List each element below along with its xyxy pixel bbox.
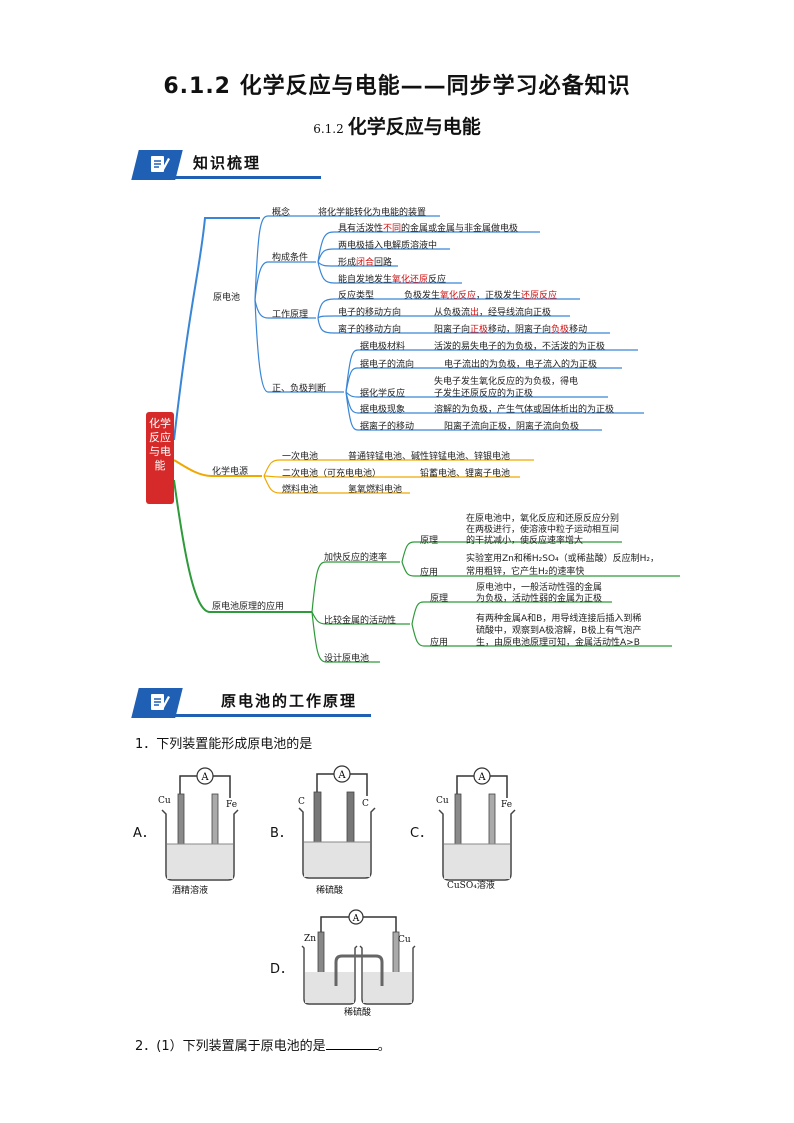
panduan-text-5: 阳离子流向正极，阴离子流向负极 [444, 422, 580, 432]
node-huaxuedianyuan: 化学电源 [212, 467, 249, 477]
apparatus-c: A [438, 767, 516, 881]
apparatus-a: A [161, 767, 239, 881]
panduan-label-5: 据离子的移动 [360, 422, 415, 432]
jiakuai-yingyong-text-2: 常用粗锌，它产生H₂的速率快 [466, 567, 585, 577]
question-1-stem: 1．下列装置能形成原电池的是 [135, 737, 313, 752]
dianyuan-label-3: 燃料电池 [282, 485, 319, 495]
gongzuo-text-2: 从负极流出，经导线流向正极 [434, 308, 552, 318]
bijiao-yuanli-text-2: 为负极，活动性弱的金属为正极 [476, 594, 603, 604]
option-d-right-electrode: Cu [398, 935, 411, 945]
apparatus-d: A [301, 909, 416, 1005]
section-header-knowledge: 知识梳理 [131, 150, 325, 180]
jiakuai-yingyong-text-1: 实验室用Zn和稀H₂SO₄（或稀盐酸）反应制H₂， [466, 554, 660, 564]
notepad-pencil-icon [151, 156, 170, 172]
mindmap-center: 化学反应与电能 [146, 412, 174, 504]
bijiao-yingyong-text-3: 生，由原电池原理可知，金属活动性A>B [476, 638, 640, 648]
panduan-text-3a: 失电子发生氧化反应的为负极，得电 [434, 377, 579, 387]
goucheng-item-2: 两电极插入电解质溶液中 [338, 241, 438, 251]
page-title: 6.1.2 化学反应与电能——同步学习必备知识 [163, 74, 631, 99]
question-2-stem: 2．(1）下列装置属于原电池的是。 [135, 1037, 391, 1054]
node-jiakuai: 加快反应的速率 [324, 553, 388, 563]
option-b-right-electrode: C [362, 799, 369, 809]
node-panduan: 正、负极判断 [272, 384, 327, 394]
node-gainian: 概念 [272, 208, 291, 218]
svg-text:A: A [477, 772, 486, 783]
option-b-letter: B． [270, 826, 292, 841]
subtitle-number: 6.1.2 [313, 122, 344, 136]
node-yuandianchi: 原电池 [213, 293, 241, 303]
dianyuan-text-3: 氢氧燃料电池 [348, 485, 403, 495]
panduan-text-1: 活泼的易失电子的为负极，不活泼的为正极 [434, 342, 606, 352]
option-d-letter: D． [270, 962, 294, 977]
jiakuai-yuanli-text-1: 在原电池中，氧化反应和还原反应分别 [466, 514, 620, 524]
goucheng-item-3: 形成闭合回路 [338, 258, 393, 268]
option-a-letter: A． [133, 826, 155, 841]
answer-blank[interactable] [325, 1037, 378, 1050]
goucheng-item-1: 具有活泼性不同的金属或金属与非金属做电极 [338, 224, 519, 234]
subtitle-text: 化学反应与电能 [347, 116, 481, 138]
jiakuai-yingyong: 应用 [420, 568, 439, 578]
dianyuan-text-2: 铅蓄电池、锂离子电池 [420, 469, 511, 479]
node-sheji: 设计原电池 [324, 654, 370, 664]
dianyuan-label-2: 二次电池（可充电电池） [282, 469, 382, 479]
option-b-solution: 稀硫酸 [316, 886, 344, 896]
node-yingyong: 原电池原理的应用 [212, 602, 285, 612]
option-a-solution: 酒精溶液 [172, 886, 209, 896]
jiakuai-yuanli: 原理 [420, 536, 439, 546]
gongzuo-label-2: 电子的移动方向 [338, 308, 402, 318]
option-c-left-electrode: Cu [436, 796, 449, 806]
node-goucheng: 构成条件 [272, 253, 309, 263]
svg-text:A: A [337, 770, 346, 781]
gongzuo-label-3: 离子的移动方向 [338, 325, 402, 335]
section-title: 知识梳理 [193, 154, 262, 172]
goucheng-item-4: 能自发地发生氧化还原反应 [338, 275, 447, 285]
jiakuai-yuanli-text-2: 在两极进行，使溶液中粒子运动相互间 [466, 525, 620, 535]
gongzuo-text-1: 负极发生氧化反应，正极发生还原反应 [404, 291, 558, 301]
option-c-letter: C． [410, 826, 433, 841]
panduan-text-3b: 子发生还原反应的为正极 [434, 389, 534, 399]
mindmap-connectors [173, 215, 680, 663]
bijiao-yuanli: 原理 [430, 594, 449, 604]
option-d-solution: 稀硫酸 [344, 1008, 372, 1018]
panduan-label-4: 据电极现象 [360, 405, 406, 415]
panduan-label-1: 据电极材料 [360, 342, 406, 352]
option-a-right-electrode: Fe [226, 800, 238, 810]
svg-text:A: A [200, 772, 209, 783]
option-b-left-electrode: C [298, 797, 305, 807]
apparatus-b: A [298, 765, 376, 879]
node-bijiao: 比较金属的活动性 [324, 616, 397, 626]
node-gongzuo: 工作原理 [272, 310, 309, 320]
bijiao-yingyong-text-2: 硫酸中，观察到A极溶解，B极上有气泡产 [476, 626, 642, 636]
gongzuo-text-3: 阳离子向正极移动，阴离子向负极移动 [434, 325, 588, 335]
panduan-label-2: 据电子的流向 [360, 360, 415, 370]
jiakuai-yuanli-text-3: 的干扰减小，使反应速率增大 [466, 536, 584, 546]
section-header-principle: 原电池的工作原理 [131, 688, 375, 718]
bijiao-yuanli-text-1: 原电池中，一般活动性强的金属 [476, 583, 603, 593]
option-c-solution: CuSO₄溶液 [447, 881, 495, 891]
option-a-left-electrode: Cu [158, 796, 171, 806]
panduan-text-2: 电子流出的为负极，电子流入的为正极 [444, 360, 598, 370]
option-d-left-electrode: Zn [304, 934, 317, 944]
node-gainian-text: 将化学能转化为电能的装置 [318, 208, 427, 218]
dianyuan-label-1: 一次电池 [282, 452, 319, 462]
panduan-label-3: 据化学反应 [360, 389, 406, 399]
dianyuan-text-1: 普通锌锰电池、碱性锌锰电池、锌银电池 [348, 452, 511, 462]
option-c-right-electrode: Fe [501, 800, 513, 810]
panduan-text-4: 溶解的为负极，产生气体或固体析出的为正极 [434, 405, 615, 415]
bijiao-yingyong-text-1: 有两种金属A和B，用导线连接后插入到稀 [476, 614, 642, 624]
notepad-pencil-icon [151, 694, 170, 710]
section-title: 原电池的工作原理 [221, 692, 358, 710]
bijiao-yingyong: 应用 [430, 638, 449, 648]
gongzuo-label-1: 反应类型 [338, 291, 375, 301]
svg-text:A: A [352, 914, 360, 924]
